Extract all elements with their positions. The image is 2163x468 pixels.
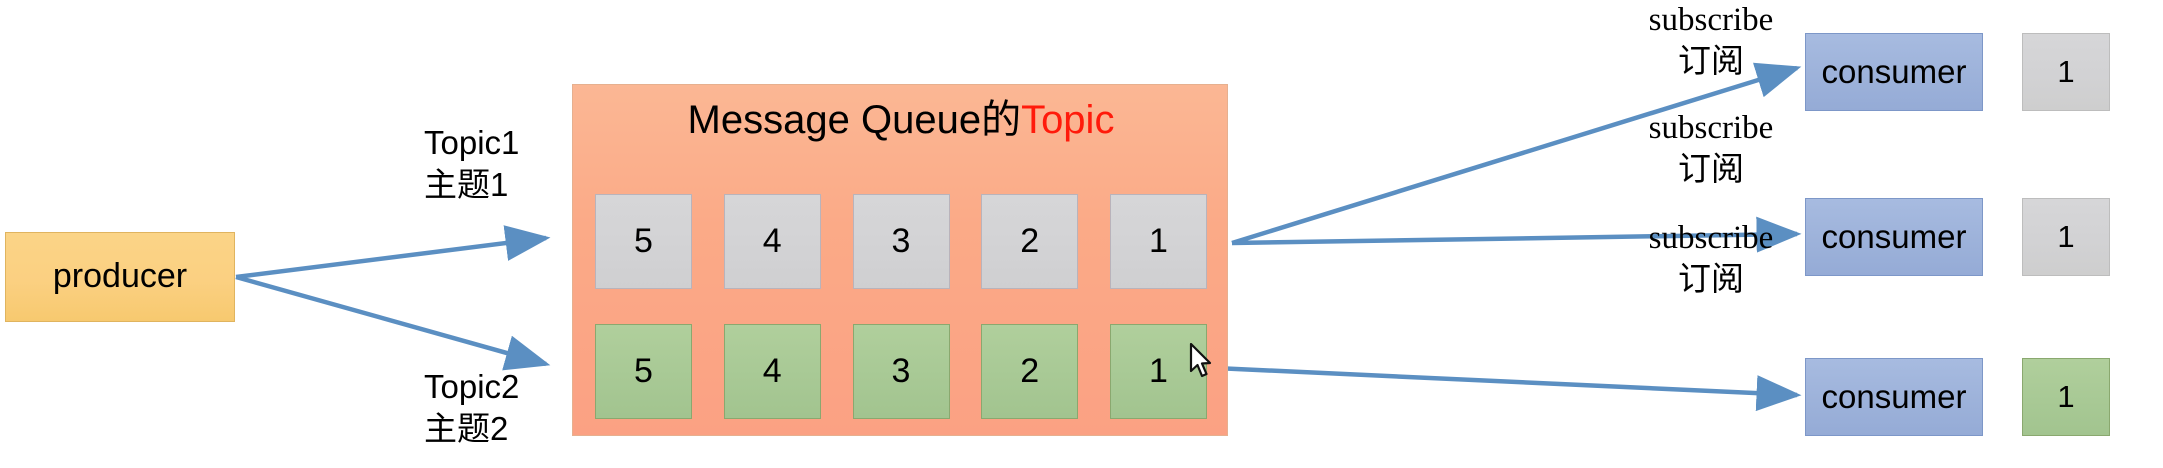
consumer-label: consumer (1821, 52, 1967, 90)
mouse-cursor-icon (1189, 343, 1212, 378)
subscribe-label-1: subscribe 订阅 (1586, 0, 1836, 83)
message-box[interactable]: 2 (981, 194, 1079, 289)
subscribe-label-1-zh: 订阅 (1678, 43, 1744, 80)
message-box[interactable]: 4 (723, 324, 821, 419)
consumer-node-3[interactable]: consumer (1805, 358, 1983, 436)
producer-node[interactable]: producer (5, 232, 235, 322)
message-queue-title: Message Queue的Topic (573, 99, 1229, 141)
topic1-label: Topic1 主题1 (424, 122, 519, 206)
message-box[interactable]: 5 (595, 324, 692, 419)
subscribe-label-2-en: subscribe (1648, 110, 1774, 146)
message-queue-title-text: Message Queue的 (687, 98, 1022, 142)
topic2-label: Topic2 主题2 (424, 366, 519, 450)
topic2-message-row: 5 4 3 2 1 (595, 324, 1207, 419)
consumer-count-1: 1 (2022, 33, 2110, 111)
consumer-count-2: 1 (2022, 198, 2110, 276)
subscribe-label-3-zh: 订阅 (1678, 261, 1744, 298)
consumer-label: consumer (1821, 217, 1967, 255)
consumer-node-2[interactable]: consumer (1805, 198, 1983, 276)
topic2-label-zh: 主题2 (424, 410, 509, 448)
consumer-node-1[interactable]: consumer (1805, 33, 1983, 111)
edge-topic2-to-consumer3 (1214, 365, 1802, 412)
consumer-label: consumer (1821, 377, 1967, 415)
producer-label: producer (52, 257, 188, 296)
subscribe-label-2-zh: 订阅 (1678, 151, 1744, 188)
topic1-label-en: Topic1 (424, 124, 520, 161)
message-box[interactable]: 2 (981, 324, 1079, 419)
message-box[interactable]: 3 (852, 194, 950, 289)
message-box[interactable]: 1 (1110, 194, 1207, 289)
subscribe-label-3: subscribe 订阅 (1586, 218, 1836, 301)
message-queue-title-highlight: Topic (1021, 98, 1115, 142)
message-box[interactable]: 5 (595, 194, 692, 289)
message-queue-container: Message Queue的Topic 5 4 3 2 1 5 4 3 2 1 (572, 84, 1228, 436)
consumer-count-3: 1 (2022, 358, 2110, 436)
message-box[interactable]: 4 (723, 194, 821, 289)
edge-producer-to-topic2 (235, 274, 551, 371)
edge-producer-to-topic1 (235, 225, 551, 280)
message-box[interactable]: 3 (852, 324, 950, 419)
subscribe-label-2: subscribe 订阅 (1586, 108, 1836, 191)
topic2-label-en: Topic2 (424, 368, 520, 405)
subscribe-label-1-en: subscribe (1648, 2, 1774, 38)
topic1-message-row: 5 4 3 2 1 (595, 194, 1207, 289)
message-box[interactable]: 1 (1110, 324, 1207, 419)
topic1-label-zh: 主题1 (424, 166, 509, 204)
subscribe-label-3-en: subscribe (1648, 220, 1774, 256)
